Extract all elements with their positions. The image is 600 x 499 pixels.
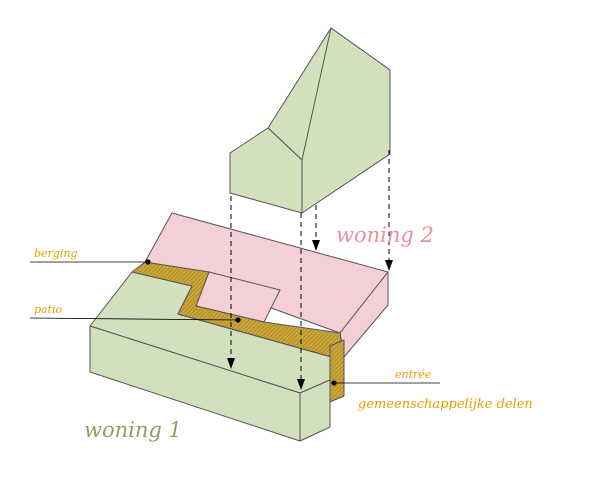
projection-lines xyxy=(230,150,390,386)
label-entree: entrée xyxy=(395,368,432,381)
leader-lines xyxy=(29,261,440,384)
label-patio: patio xyxy=(34,303,63,316)
woning1-right-face xyxy=(299,379,331,442)
label-gemeenschappelijke-delen: gemeenschappelijke delen xyxy=(358,397,533,412)
label-woning-1: woning 1 xyxy=(84,418,182,442)
entree-shaft xyxy=(329,339,345,403)
projection-arrowheads xyxy=(227,240,393,390)
label-woning-2: woning 2 xyxy=(336,223,434,247)
leader-dots xyxy=(145,259,337,386)
label-berging: berging xyxy=(34,247,78,260)
house-roof-right xyxy=(301,27,391,214)
